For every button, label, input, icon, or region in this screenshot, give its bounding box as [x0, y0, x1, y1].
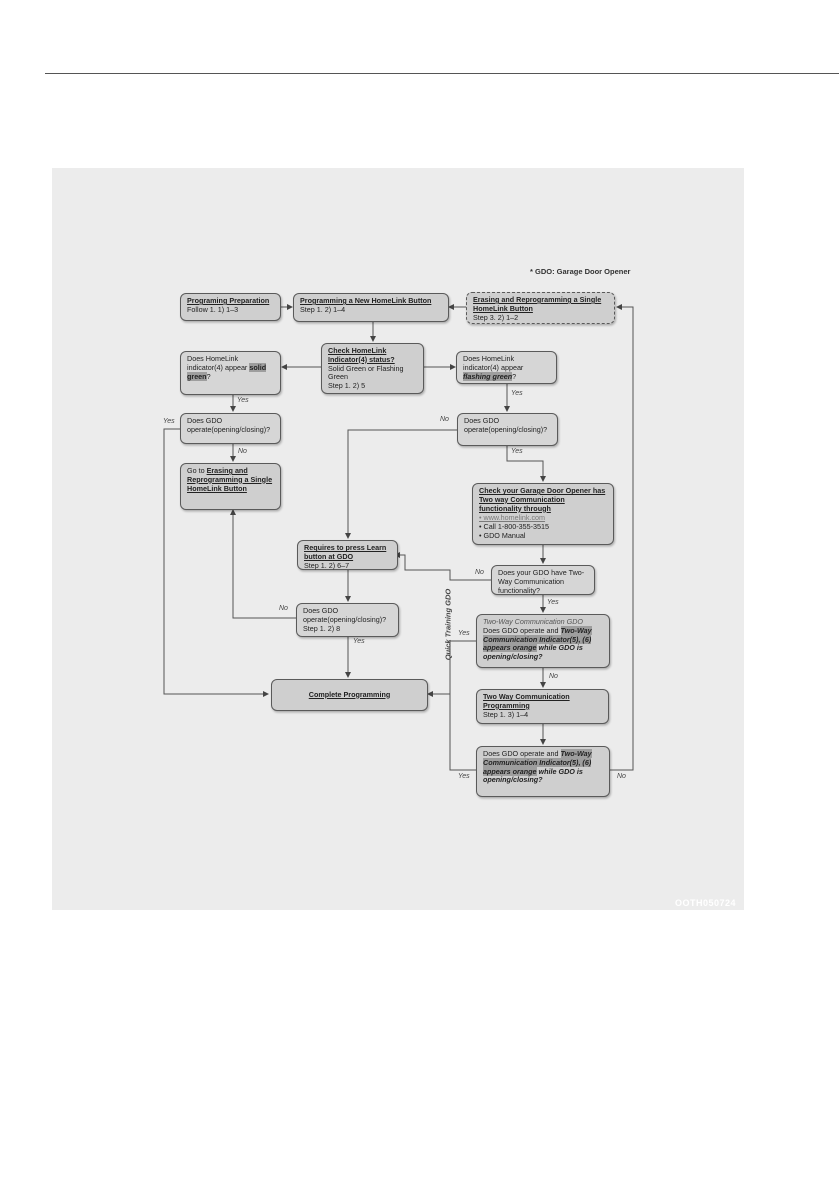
box-goto-erase[interactable]: Go to Erasing and Reprogramming a Single…: [180, 463, 281, 510]
text: Go to: [187, 466, 207, 475]
label-no-gdo1: No: [238, 448, 247, 455]
text: Does GDO operate(opening/closing)?: [303, 606, 387, 624]
manual-item: GDO Manual: [479, 531, 607, 541]
suffix: ?: [512, 371, 517, 381]
diagram-panel: OOTH050724: [52, 168, 744, 910]
phone-item: Call 1-800-355-3515: [479, 522, 607, 532]
box-have-two-way[interactable]: Does your GDO have Two-Way Communication…: [491, 565, 595, 595]
heading: Two-Way Communication GDO: [483, 617, 583, 626]
box-complete-programming[interactable]: Complete Programming: [271, 679, 428, 711]
label-yes-gdo3: Yes: [353, 638, 365, 645]
label-no-final: No: [617, 773, 626, 780]
label-no-have2way: No: [475, 569, 484, 576]
homelink-link[interactable]: www.homelink.com: [479, 514, 607, 523]
title: Complete Programming: [308, 689, 391, 699]
highlight: flashing green: [463, 371, 513, 381]
label-yes-final: Yes: [458, 773, 470, 780]
text: Does HomeLink indicator(4) appear: [463, 354, 524, 372]
label-yes-gdo1: Yes: [163, 418, 175, 425]
top-rule: [45, 73, 839, 74]
corner-code: OOTH050724: [674, 898, 736, 908]
box-two-way-programming[interactable]: Two Way Communication Programming Step 1…: [476, 689, 609, 724]
box-program-new-homelink[interactable]: Programming a New HomeLink Button Step 1…: [293, 293, 449, 322]
text: Does HomeLink indicator(4) appear: [187, 354, 250, 372]
box-erase-reprogram[interactable]: Erasing and Reprogramming a Single HomeL…: [466, 292, 615, 324]
box-gdo-operate-1[interactable]: Does GDO operate(opening/closing)?: [180, 413, 281, 444]
step: Step 1. 2) 5: [328, 381, 366, 391]
step: Step 1. 2) 6–7: [304, 560, 350, 570]
text: Does GDO operate and: [483, 625, 561, 635]
label-no-gdo3: No: [279, 605, 288, 612]
box-final-check[interactable]: Does GDO operate and Two-Way Communicati…: [476, 746, 610, 797]
step: Step 3. 2) 1–2: [473, 312, 519, 322]
text: Does GDO operate and: [483, 749, 561, 758]
box-two-way-gdo[interactable]: Two-Way Communication GDO Does GDO opera…: [476, 614, 610, 668]
box-check-two-way[interactable]: Check your Garage Door Opener has Two wa…: [472, 483, 614, 545]
label-yes-solid: Yes: [237, 397, 249, 404]
label-yes-twoway-gdo: Yes: [458, 630, 470, 637]
title: Two Way Communication Programming: [483, 692, 570, 710]
label-yes-gdo2: Yes: [511, 448, 523, 455]
title: Programing Preparation: [187, 296, 270, 305]
suffix: while GDO is opening/closing?: [483, 766, 583, 785]
box-check-indicator[interactable]: Check HomeLink Indicator(4) status? Soli…: [321, 343, 424, 394]
label-no-twoway-gdo: No: [549, 673, 558, 680]
text: Does GDO operate(opening/closing)?: [187, 416, 271, 434]
box-press-learn[interactable]: Requires to press Learn button at GDO St…: [297, 540, 398, 570]
source-list: www.homelink.com Call 1-800-355-3515 GDO…: [479, 514, 607, 540]
label-no-gdo2: No: [440, 416, 449, 423]
box-gdo-operate-3[interactable]: Does GDO operate(opening/closing)? Step …: [296, 603, 399, 637]
box-solid-green[interactable]: Does HomeLink indicator(4) appear solid …: [180, 351, 281, 395]
title: Programming a New HomeLink Button: [300, 296, 432, 305]
step: Step 1. 2) 1–4: [300, 304, 346, 314]
quick-training-label: Quick Training GDO: [443, 588, 453, 661]
suffix: ?: [206, 371, 211, 381]
text: Does your GDO have Two-Way Communication…: [498, 568, 585, 595]
gdo-note: * GDO: Garage Door Opener: [530, 267, 631, 276]
line: Solid Green or Flashing Green: [328, 363, 404, 382]
label-yes-flash: Yes: [511, 390, 523, 397]
box-programming-preparation[interactable]: Programing Preparation Follow 1. 1) 1–3: [180, 293, 281, 321]
label-yes-have2way: Yes: [547, 599, 559, 606]
title: Erasing and Reprogramming a Single HomeL…: [473, 295, 602, 313]
suffix: while GDO is opening/closing?: [483, 643, 583, 662]
step: Step 1. 2) 8: [303, 623, 341, 633]
box-flashing-green[interactable]: Does HomeLink indicator(4) appear flashi…: [456, 351, 557, 384]
link: Erasing and Reprogramming a Single HomeL…: [187, 466, 273, 493]
title: Check HomeLink Indicator(4) status?: [328, 346, 395, 364]
step: Follow 1. 1) 1–3: [187, 304, 239, 314]
text: Does GDO operate(opening/closing)?: [464, 416, 548, 434]
title: Check your Garage Door Opener has Two wa…: [479, 486, 606, 513]
step: Step 1. 3) 1–4: [483, 709, 529, 719]
box-gdo-operate-2[interactable]: Does GDO operate(opening/closing)?: [457, 413, 558, 446]
title: Requires to press Learn button at GDO: [304, 543, 387, 561]
